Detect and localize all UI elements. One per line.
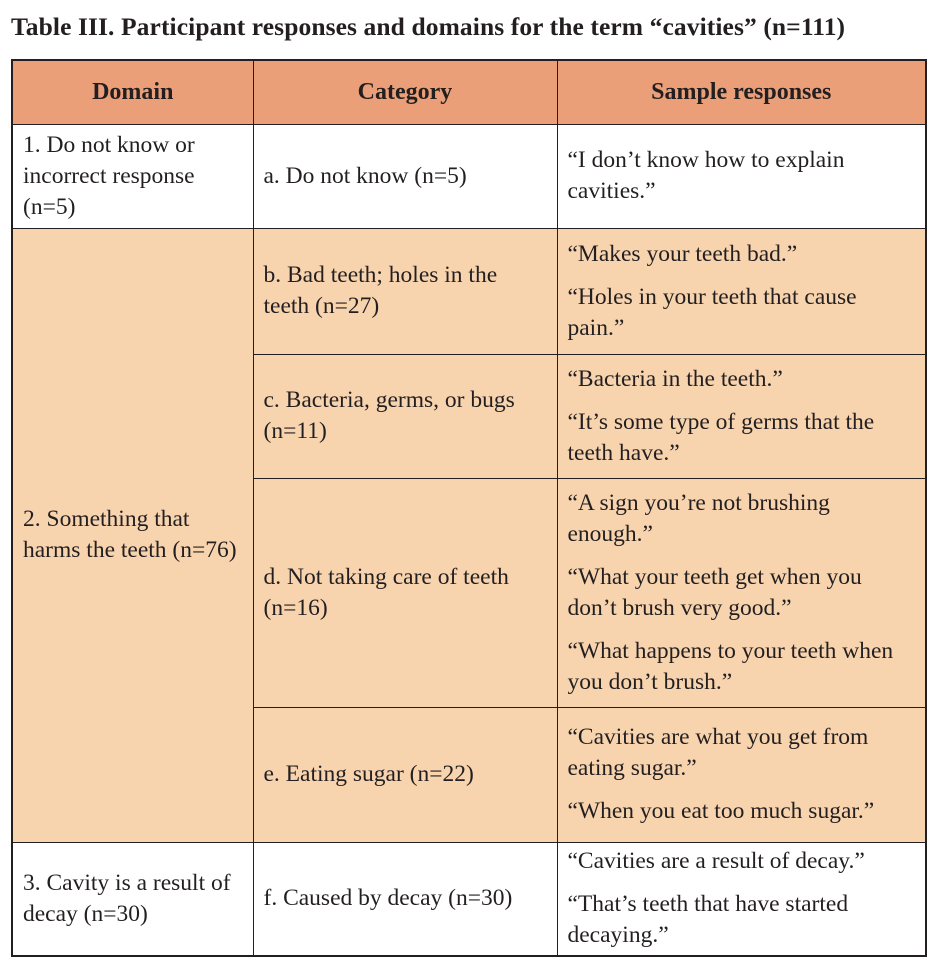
category-cell: c. Bacteria, germs, or bugs (n=11) — [252, 353, 558, 479]
sample-response: “Holes in your teeth that cause pain.” — [567, 283, 857, 341]
category-cell: f. Caused by decay (n=30) — [252, 841, 558, 957]
responses-cell: “I don’t know how to explain cavities.” — [556, 123, 927, 229]
responses-cell: “Makes your teeth bad.” “Holes in your t… — [556, 227, 927, 355]
header-row: Domain Category Sample responses — [11, 59, 927, 125]
sample-response: “What your teeth get when you don’t brus… — [567, 563, 862, 621]
sample-response: “When you eat too much sugar.” — [567, 798, 875, 824]
category-cell: a. Do not know (n=5) — [252, 123, 558, 229]
responses-cell: “Cavities are a result of decay.” “That’… — [556, 841, 927, 957]
table-row: d. Not taking care of teeth (n=16) “A si… — [12, 477, 927, 708]
table-row: e. Eating sugar (n=22) “Cavities are wha… — [12, 706, 927, 843]
sample-response: “It’s some type of germs that the teeth … — [567, 408, 875, 466]
category-cell: d. Not taking care of teeth (n=16) — [252, 477, 558, 708]
header-domain: Domain — [11, 59, 254, 125]
sample-response: “A sign you’re not brushing enough.” — [567, 489, 830, 547]
table-title: Table III. Participant responses and dom… — [11, 12, 846, 41]
domain-cell: 2. Something that harms the teeth (n=76) — [11, 227, 254, 843]
sample-response: “That’s teeth that have started decaying… — [567, 891, 849, 949]
responses-table: Domain Category Sample responses 1. Do n… — [11, 59, 927, 957]
header-category: Category — [252, 59, 558, 125]
sample-response: “Bacteria in the teeth.” — [567, 365, 783, 392]
domain-cell: 1. Do not know or incorrect response (n=… — [11, 123, 254, 229]
domain-cell: 3. Cavity is a result of decay (n=30) — [11, 841, 254, 957]
header-sample-responses: Sample responses — [556, 59, 927, 125]
sample-response: “Makes your teeth bad.” — [567, 240, 798, 267]
category-cell: b. Bad teeth; holes in the teeth (n=27) — [252, 227, 558, 355]
table-row: 1. Do not know or incorrect response (n=… — [11, 123, 927, 229]
responses-cell: “A sign you’re not brushing enough.” “Wh… — [556, 477, 927, 708]
responses-cell: “Bacteria in the teeth.” “It’s some type… — [556, 353, 927, 479]
sample-response: “I don’t know how to explain cavities.” — [567, 147, 845, 204]
table-row: 2. Something that harms the teeth (n=76)… — [11, 227, 927, 843]
table-row: c. Bacteria, germs, or bugs (n=11) “Bact… — [12, 353, 927, 479]
sample-response: “What happens to your teeth when you don… — [567, 637, 894, 695]
sample-response: “Cavities are what you get from eating s… — [567, 724, 869, 781]
sample-response: “Cavities are a result of decay.” — [567, 848, 865, 875]
category-cell: e. Eating sugar (n=22) — [252, 706, 558, 843]
responses-cell: “Cavities are what you get from eating s… — [556, 706, 927, 843]
table-row: 3. Cavity is a result of decay (n=30) f.… — [11, 841, 927, 957]
